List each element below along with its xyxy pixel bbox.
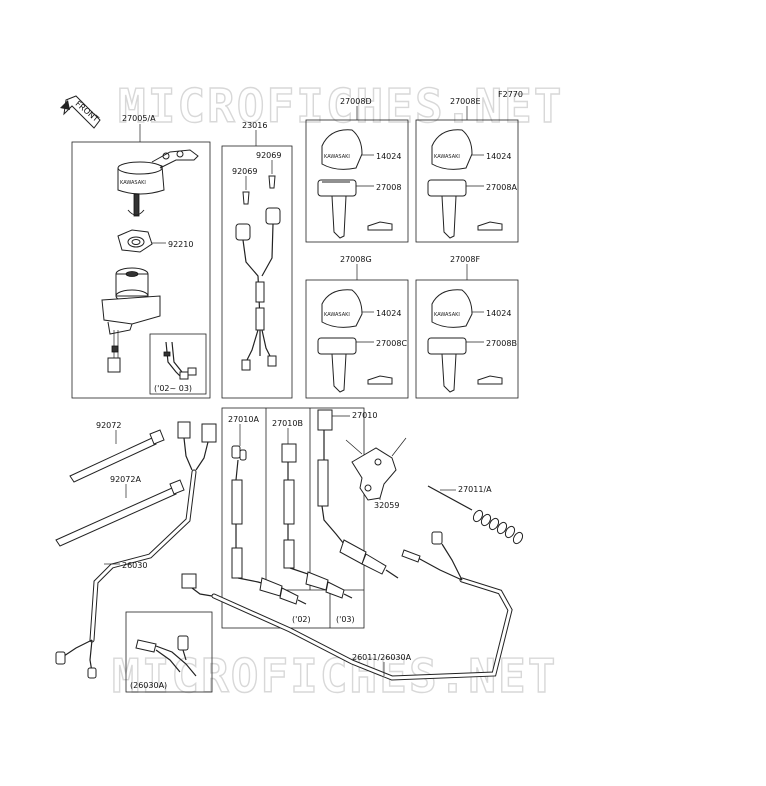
sub-harness-23016-icon	[235, 207, 281, 371]
label-14024-c: 14024	[376, 309, 401, 318]
label-92210: 92210	[168, 240, 193, 249]
return-spring-icon	[427, 485, 524, 545]
label-27008c: 27008C	[376, 339, 407, 348]
inset-harness-26030a-icon	[135, 635, 197, 677]
label-year-02-03: ('02~ 03)	[154, 384, 192, 393]
key-head-cover-icon: KAWASAKI	[431, 129, 473, 170]
label-27008a: 27008A	[486, 183, 517, 192]
key-blank-icon	[427, 337, 467, 393]
group-box-23016	[221, 145, 293, 399]
label-92069-a: 92069	[256, 151, 281, 160]
key-blank-icon	[427, 179, 467, 239]
hex-nut-icon	[117, 229, 153, 253]
label-year-03: ('03)	[336, 615, 355, 624]
label-27008e: 27008E	[450, 97, 481, 106]
key-head-cover-icon: KAWASAKI	[321, 289, 363, 328]
label-27008g: 27008G	[340, 255, 372, 264]
label-27011a: 27011/A	[458, 485, 492, 494]
key-profile-icon	[477, 375, 503, 385]
label-year-02: ('02)	[292, 615, 311, 624]
svg-text:KAWASAKI: KAWASAKI	[434, 154, 460, 160]
label-14024-d: 14024	[486, 309, 511, 318]
bracket-32059-icon	[345, 437, 407, 501]
inset-connector-icon	[163, 341, 197, 380]
label-14024-a: 14024	[376, 152, 401, 161]
svg-text:KAWASAKI: KAWASAKI	[434, 312, 460, 318]
inset-box-02-03	[149, 333, 207, 395]
label-27010: 27010	[352, 411, 377, 420]
brake-switch-27010a-icon	[231, 445, 307, 605]
key-profile-icon	[367, 375, 393, 385]
key-blank-icon	[317, 179, 357, 239]
cable-tie-long-icon	[55, 479, 185, 547]
inset-box-26030a	[125, 611, 213, 693]
brake-switch-27010-icon	[317, 409, 399, 579]
label-32059: 32059	[374, 501, 399, 510]
front-arrow-icon: FRONT	[60, 95, 101, 129]
label-27008b: 27008B	[486, 339, 517, 348]
label-92072: 92072	[96, 421, 121, 430]
watermark-top: MICROFICHES.NET	[118, 79, 563, 133]
label-27010a: 27010A	[228, 415, 259, 424]
key-head-cover-icon: KAWASAKI	[321, 129, 363, 170]
terminal-cap-icon	[242, 175, 276, 205]
key-blank-icon	[317, 337, 357, 393]
label-23016: 23016	[242, 121, 267, 130]
label-27008d: 27008D	[340, 97, 372, 106]
label-92072a: 92072A	[110, 475, 141, 484]
brake-switch-27010b-icon	[281, 443, 353, 599]
key-profile-icon	[367, 221, 393, 231]
label-14024-b: 14024	[486, 152, 511, 161]
wiring-harness-26030-icon	[55, 421, 217, 679]
label-26011-26030a: 26011/26030A	[352, 653, 412, 662]
group-box-27010	[221, 407, 365, 629]
label-27010b: 27010B	[272, 419, 303, 428]
svg-text:KAWASAKI: KAWASAKI	[324, 154, 350, 160]
label-26030a: (26030A)	[130, 681, 167, 690]
key-profile-icon	[477, 221, 503, 231]
group-box-27005a	[71, 141, 211, 399]
key-brand-text: KAWASAKI	[120, 180, 146, 186]
label-26030: 26030	[122, 561, 147, 570]
label-27008f: 27008F	[450, 255, 480, 264]
figure-code: F2770	[498, 90, 523, 99]
key-head-cover-icon: KAWASAKI	[431, 289, 473, 328]
ignition-switch-body-icon	[101, 267, 161, 373]
svg-text:KAWASAKI: KAWASAKI	[324, 312, 350, 318]
cable-tie-icon	[69, 429, 165, 483]
label-27008: 27008	[376, 183, 401, 192]
ignition-key-icon: KAWASAKI	[117, 149, 199, 217]
label-27005a: 27005/A	[122, 114, 156, 123]
main-harness-26011-icon	[181, 531, 513, 681]
label-92069-b: 92069	[232, 167, 257, 176]
